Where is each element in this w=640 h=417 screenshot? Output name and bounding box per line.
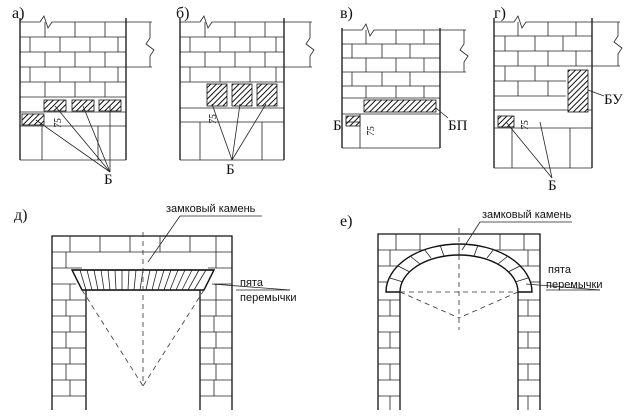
panel-a-dim: 75	[53, 118, 64, 128]
panel-d-construction-lines	[81, 232, 205, 387]
panel-d-heel-note-line1: пята	[240, 277, 264, 289]
panel-v-callout-bp: БП	[448, 118, 468, 134]
panel-g-callout-b: Б	[548, 178, 557, 194]
panel-e-label: е)	[340, 213, 352, 230]
panel-v-callout-b: Б	[333, 118, 342, 134]
panel-g-leaders	[505, 89, 605, 179]
panel-g-bars	[497, 69, 589, 128]
panel-e-leaders	[461, 221, 601, 291]
panel-a: а)	[12, 5, 155, 188]
panel-d-heel-note-line2: перемычки	[240, 292, 296, 304]
panel-b-leaders	[211, 103, 267, 161]
panel-d-leaders	[147, 215, 291, 291]
panel-v-bars	[345, 99, 437, 127]
panel-g-dim: 75	[520, 120, 531, 130]
panel-v-label: в)	[340, 5, 353, 22]
panel-g-brick-wall	[493, 15, 623, 169]
panel-v: в) 75 Б БП	[333, 5, 469, 149]
panel-v-leaders	[346, 107, 449, 123]
panel-g-label: г)	[494, 5, 506, 22]
panel-b: б) 75 Б	[176, 5, 315, 178]
panel-g: г) 75 БУ	[493, 5, 623, 194]
panel-b-label: б)	[176, 5, 189, 22]
panel-e: е)	[340, 209, 602, 410]
panel-d-wall	[51, 235, 233, 410]
panel-e-wall	[377, 233, 541, 410]
panel-d: д)	[14, 203, 296, 410]
panel-b-callout-b: Б	[226, 162, 235, 178]
panel-a-leaders	[35, 105, 111, 173]
panel-b-bars	[206, 83, 278, 107]
panel-v-brick-wall	[341, 23, 469, 149]
panel-v-dim: 75	[366, 126, 377, 136]
panel-b-dim: 75	[208, 114, 219, 124]
panel-a-brick-wall	[19, 15, 155, 161]
panel-e-construction-lines	[399, 228, 519, 330]
panel-a-bars	[21, 99, 122, 126]
panel-a-callout-b: Б	[104, 172, 113, 188]
panel-e-keystone-note: замковый камень	[482, 209, 572, 221]
panel-e-semicircular-arch	[385, 243, 533, 293]
panel-e-heel-note-line1: пята	[548, 264, 572, 276]
panel-a-label: а)	[12, 5, 24, 22]
panel-d-keystone-note: замковый камень	[166, 203, 256, 215]
panel-g-callout-bu: БУ	[604, 92, 623, 108]
panel-e-heel-note-line2: перемычки	[546, 279, 602, 291]
panel-d-label: д)	[14, 207, 27, 224]
